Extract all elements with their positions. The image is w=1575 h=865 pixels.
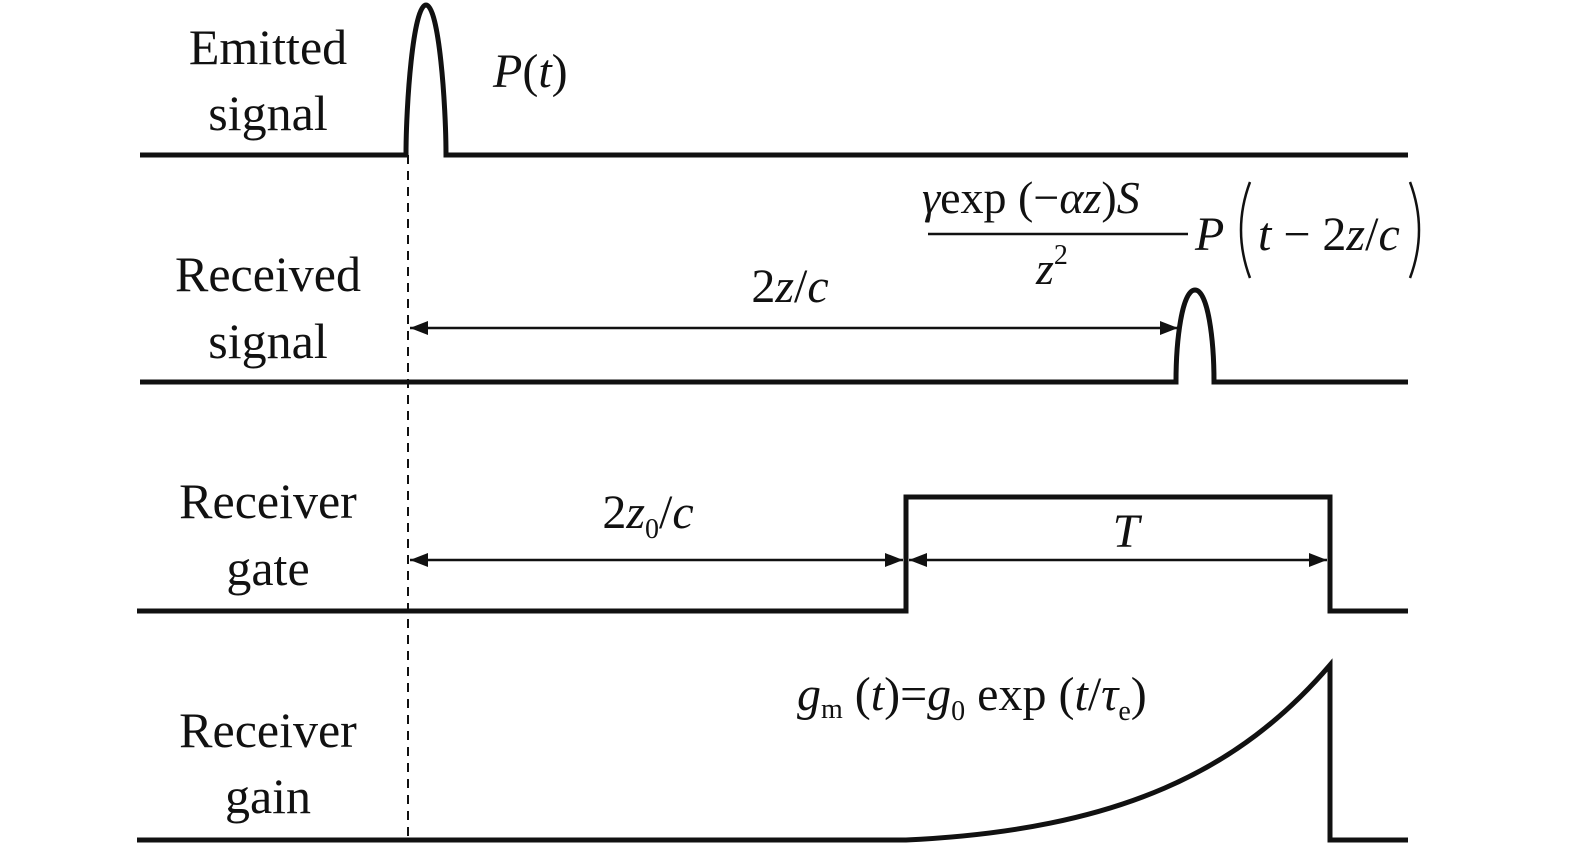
right-big-paren	[1408, 181, 1421, 279]
gate-width-arrow	[909, 553, 1327, 567]
gate-width-label: T	[1113, 505, 1143, 558]
echo-denominator: z2	[1035, 240, 1068, 294]
received-signal-trace	[140, 287, 1408, 385]
echo-amplitude-formula: γexp (−αz)S z2 P t − 2z/c	[922, 172, 1421, 294]
row-label-gain-line1: Receiver	[179, 702, 357, 758]
left-big-paren	[1239, 181, 1252, 279]
delay-arrow-right-head	[1160, 321, 1178, 335]
round-trip-delay-arrow	[410, 321, 1178, 335]
row-label-received-line1: Received	[175, 246, 361, 302]
gain-formula: gm (t)=g0 exp (t/τe)	[797, 668, 1147, 727]
delay-arrow-left-head	[410, 321, 428, 335]
gate-width-arrow-right-head	[1309, 553, 1327, 567]
echo-numerator: γexp (−αz)S	[922, 172, 1140, 223]
row-label-emitted-line2: signal	[208, 85, 327, 141]
echo-pulse-p: P	[1194, 208, 1224, 261]
emitted-signal-trace	[140, 2, 1408, 158]
row-label-gate-line1: Receiver	[179, 473, 357, 529]
delay-label: 2z/c	[751, 260, 828, 313]
receiver-gate-trace	[137, 494, 1408, 614]
emitted-pulse-label: P(t)	[492, 45, 568, 98]
gate-delay-label: 2z0/c	[602, 486, 693, 545]
row-label-gate: Receiver gate	[179, 473, 357, 596]
row-label-emitted: Emitted signal	[189, 19, 347, 141]
gate-delay-arrow-right-head	[885, 553, 903, 567]
echo-pulse-argument: t − 2z/c	[1258, 208, 1400, 261]
row-label-gate-line2: gate	[226, 540, 309, 596]
gate-width-arrow-left-head	[909, 553, 927, 567]
row-label-received: Received signal	[175, 246, 361, 369]
row-label-gain-line2: gain	[225, 768, 311, 824]
row-label-emitted-line1: Emitted	[189, 19, 347, 75]
row-label-received-line2: signal	[208, 313, 327, 369]
receiver-gain-trace	[137, 658, 1408, 843]
gate-delay-arrow-left-head	[410, 553, 428, 567]
row-label-gain: Receiver gain	[179, 702, 357, 824]
gate-delay-arrow	[410, 553, 903, 567]
